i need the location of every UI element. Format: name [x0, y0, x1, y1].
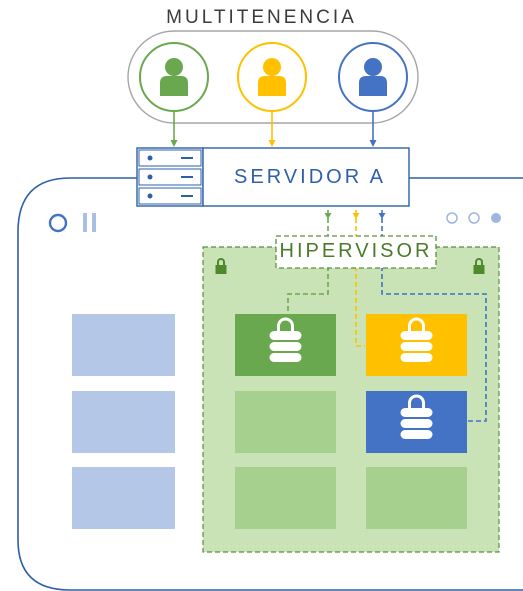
empty-vm-slot: [235, 467, 336, 529]
server-label: SERVIDOR A: [234, 166, 386, 188]
server-rack-icon: [136, 147, 204, 207]
hypervisor-label: HIPERVISOR: [279, 240, 433, 262]
window-dots-icon: [446, 212, 501, 224]
pause-icon: [83, 213, 96, 232]
vm-slot-blue: [366, 391, 467, 453]
empty-vm-slot: [235, 391, 336, 453]
left-block: [72, 391, 175, 453]
user-yellow: [237, 42, 307, 112]
left-block: [72, 314, 175, 376]
record-icon: [48, 213, 68, 233]
vm-slot-yellow: [366, 314, 467, 376]
user-blue: [338, 42, 408, 112]
user-green: [139, 42, 209, 112]
diagram-title: MULTITENENCIA: [166, 7, 357, 28]
left-block: [72, 467, 175, 529]
empty-vm-slot: [366, 467, 467, 529]
server-box: [202, 147, 410, 207]
vm-slot-green: [235, 314, 336, 376]
hypervisor-box: [275, 235, 437, 269]
yellow-connector: [355, 210, 365, 347]
